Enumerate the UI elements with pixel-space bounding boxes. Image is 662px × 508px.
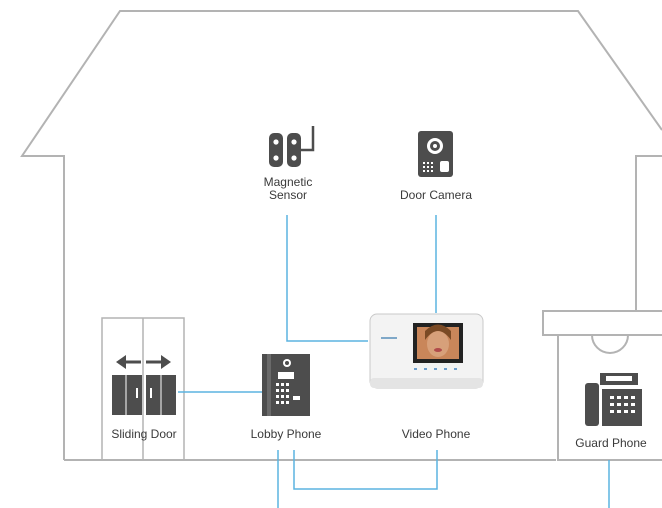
magnetic-sensor-label: Magnetic Sensor — [248, 176, 328, 202]
magnetic-sensor-icon — [269, 126, 315, 167]
magnetic-sensor-label-line1: Magnetic — [263, 175, 313, 189]
guard-phone-label: Guard Phone — [575, 436, 647, 450]
guard-phone-icon — [585, 373, 642, 426]
guard-booth — [542, 310, 662, 461]
door-camera-icon — [418, 131, 453, 177]
video-phone-icon — [369, 313, 484, 389]
video-phone-label: Video Phone — [401, 427, 471, 441]
wiring — [178, 215, 610, 508]
sliding-door-icon — [112, 355, 176, 415]
sliding-door-frame — [101, 317, 185, 461]
magnetic-sensor-label-line2: Sensor — [268, 188, 308, 202]
wire-sensor-video — [286, 215, 368, 342]
lobby-phone-label: Lobby Phone — [250, 427, 322, 441]
wire-lobby-video — [293, 450, 438, 490]
door-camera-label: Door Camera — [399, 188, 473, 202]
sliding-door-label: Sliding Door — [111, 427, 177, 441]
lobby-phone-icon — [262, 354, 310, 416]
